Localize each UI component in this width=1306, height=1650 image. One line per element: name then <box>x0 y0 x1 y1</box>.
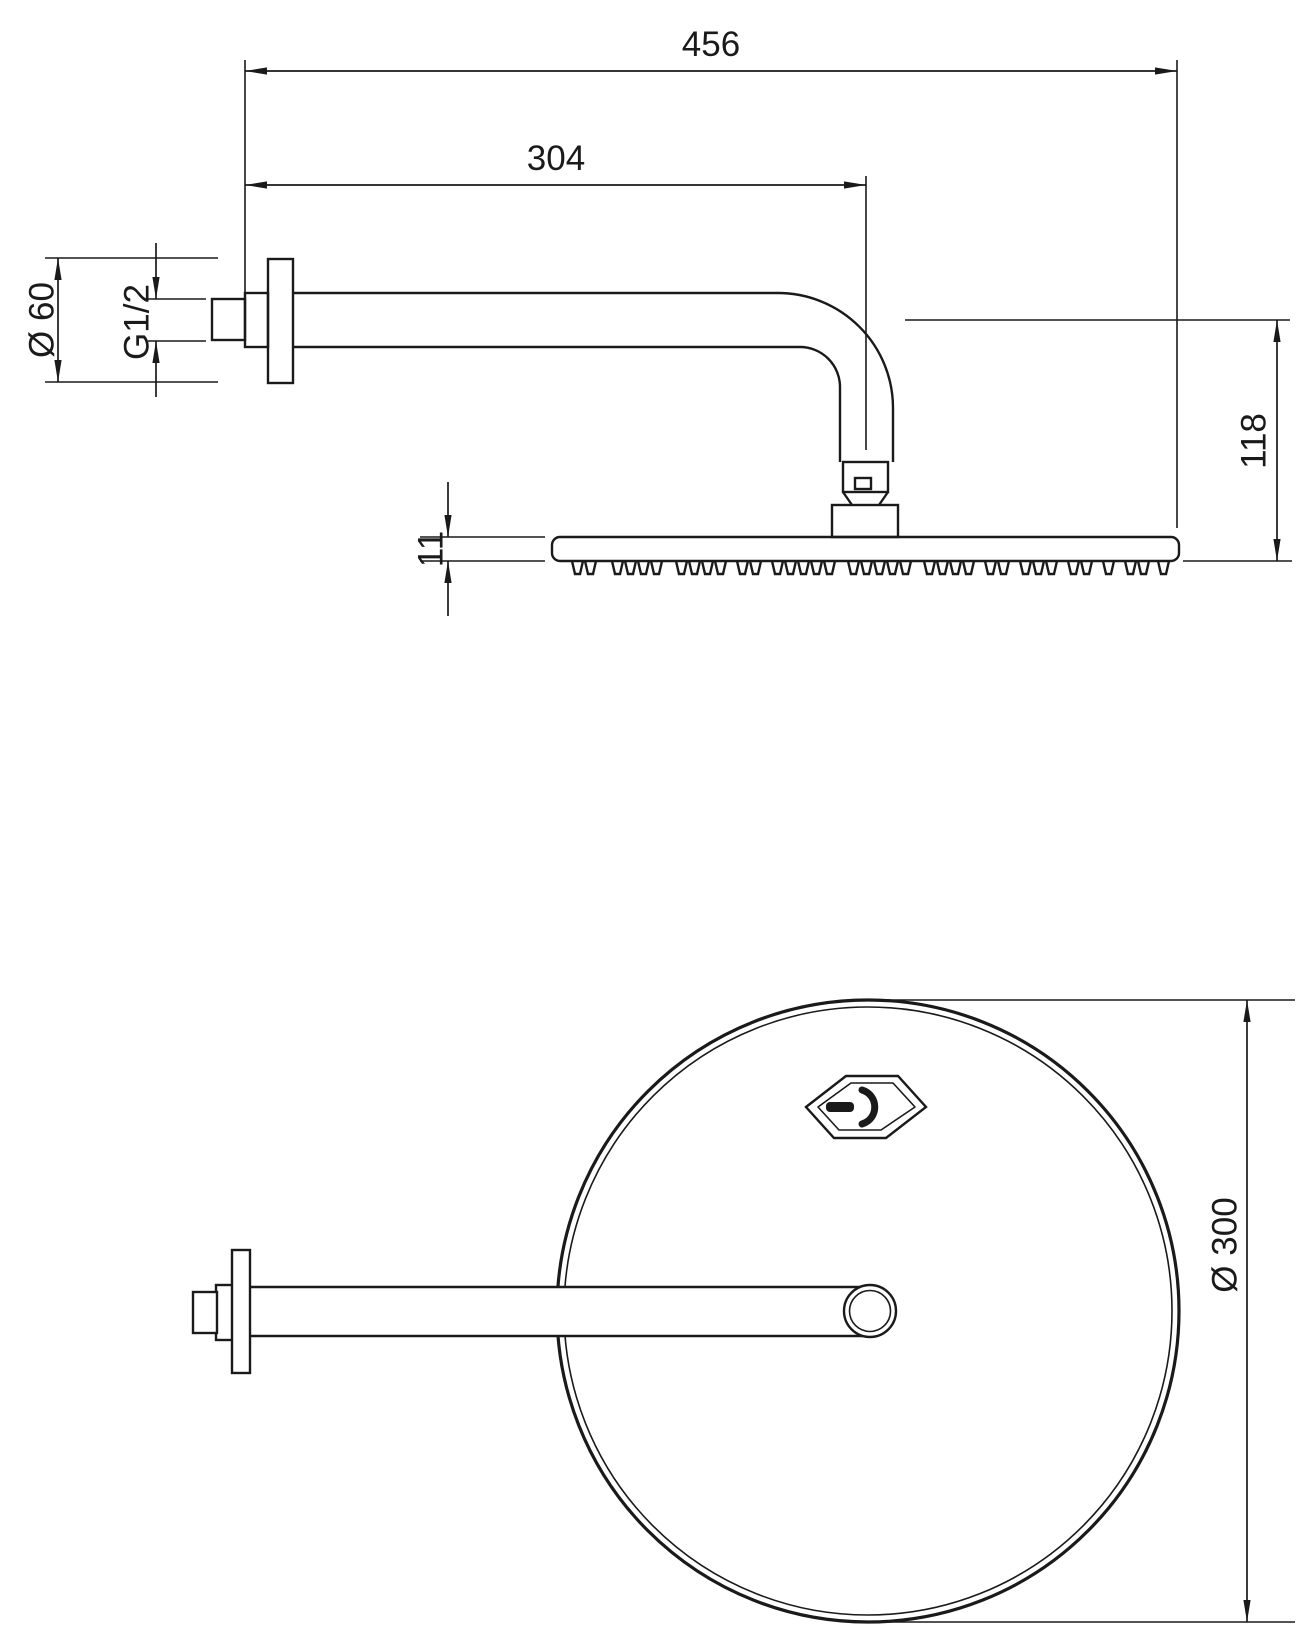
nozzle <box>649 560 664 576</box>
plan-thread-nipple <box>191 1290 219 1335</box>
nozzle <box>983 560 998 576</box>
nozzle <box>570 560 585 576</box>
nozzle <box>735 560 750 576</box>
dim-label-304: 304 <box>527 139 585 178</box>
nozzle-row <box>570 560 1171 576</box>
nozzle <box>885 560 900 576</box>
arm-end-inner <box>848 1289 892 1333</box>
extension-line <box>868 999 1295 1623</box>
badge-inner-outline <box>817 1082 916 1131</box>
nozzle <box>1156 560 1171 576</box>
plan-wall-flange <box>230 1248 252 1375</box>
plan-shower-arm <box>191 1248 898 1375</box>
side-view: 456 304 Ø 60 G1/2 11 <box>23 25 1292 616</box>
connector-taper <box>842 491 889 506</box>
plan-view: Ø 300 <box>191 998 1295 1624</box>
nozzle <box>822 560 837 576</box>
nozzle <box>1031 560 1046 576</box>
nozzle <box>859 560 874 576</box>
nozzle <box>846 560 861 576</box>
elbow-outer-curve <box>777 291 895 462</box>
extension-line <box>420 536 545 562</box>
shower-arm <box>293 291 895 462</box>
badge-logo-bar-icon <box>826 1102 854 1112</box>
nozzle <box>872 560 887 576</box>
arm-mask <box>250 1287 870 1336</box>
dim-label-118: 118 <box>1235 413 1274 469</box>
connector-nut <box>841 460 890 494</box>
nozzle <box>961 560 976 576</box>
plan-arm-base-collar <box>214 1283 235 1342</box>
head-plate <box>550 535 1181 563</box>
badge-outer-outline <box>804 1074 928 1140</box>
dim-label-11: 11 <box>412 531 451 567</box>
nozzle <box>770 560 785 576</box>
dim-label-d60: Ø 60 <box>23 282 62 358</box>
nozzle <box>636 560 651 576</box>
dim-flange-diameter: Ø 60 <box>23 257 218 383</box>
extension-line <box>45 257 218 383</box>
nozzle <box>713 560 728 576</box>
nozzle <box>948 560 963 576</box>
dim-thread-size: G1/2 <box>118 243 206 397</box>
nozzle <box>1136 560 1151 576</box>
nozzle <box>748 560 763 576</box>
dim-head-thickness: 11 <box>412 482 545 616</box>
arm-base-collar <box>243 291 270 349</box>
nozzle <box>996 560 1011 576</box>
dim-label-g12: G1/2 <box>118 284 157 360</box>
nozzle <box>583 560 598 576</box>
badge-logo-swoosh-icon <box>858 1086 879 1128</box>
dim-head-diameter: Ø 300 <box>868 999 1295 1623</box>
elbow-inner-curve <box>799 345 842 462</box>
arm-tube-lines <box>250 1285 866 1338</box>
nozzle <box>610 560 625 576</box>
nozzle <box>700 560 715 576</box>
nozzle <box>783 560 798 576</box>
nozzle <box>1018 560 1033 576</box>
dim-label-d300: Ø 300 <box>1206 1197 1245 1292</box>
arm-end-outer <box>842 1283 898 1339</box>
nozzle <box>898 560 913 576</box>
connector-base <box>830 503 900 539</box>
nozzle <box>935 560 950 576</box>
nozzle <box>674 560 689 576</box>
wall-flange <box>266 257 295 385</box>
nozzle <box>922 560 937 576</box>
nozzle <box>809 560 824 576</box>
nozzle <box>1066 560 1081 576</box>
connector-notch <box>853 476 873 491</box>
extension-line <box>148 298 206 342</box>
swivel-connector <box>830 460 900 539</box>
dim-label-456: 456 <box>682 25 740 64</box>
nozzle <box>687 560 702 576</box>
dim-arm-length: 304 <box>245 139 867 450</box>
nozzle <box>1123 560 1138 576</box>
dim-total-reach: 456 <box>244 25 1178 528</box>
dim-head-drop: 118 <box>905 319 1292 562</box>
nozzle <box>1044 560 1059 576</box>
nozzle <box>1101 560 1116 576</box>
nozzle <box>1079 560 1094 576</box>
brand-logo-badge <box>804 1074 928 1140</box>
thread-nipple <box>210 297 247 342</box>
extension-line <box>905 319 1292 562</box>
nozzle <box>796 560 811 576</box>
nozzle <box>623 560 638 576</box>
